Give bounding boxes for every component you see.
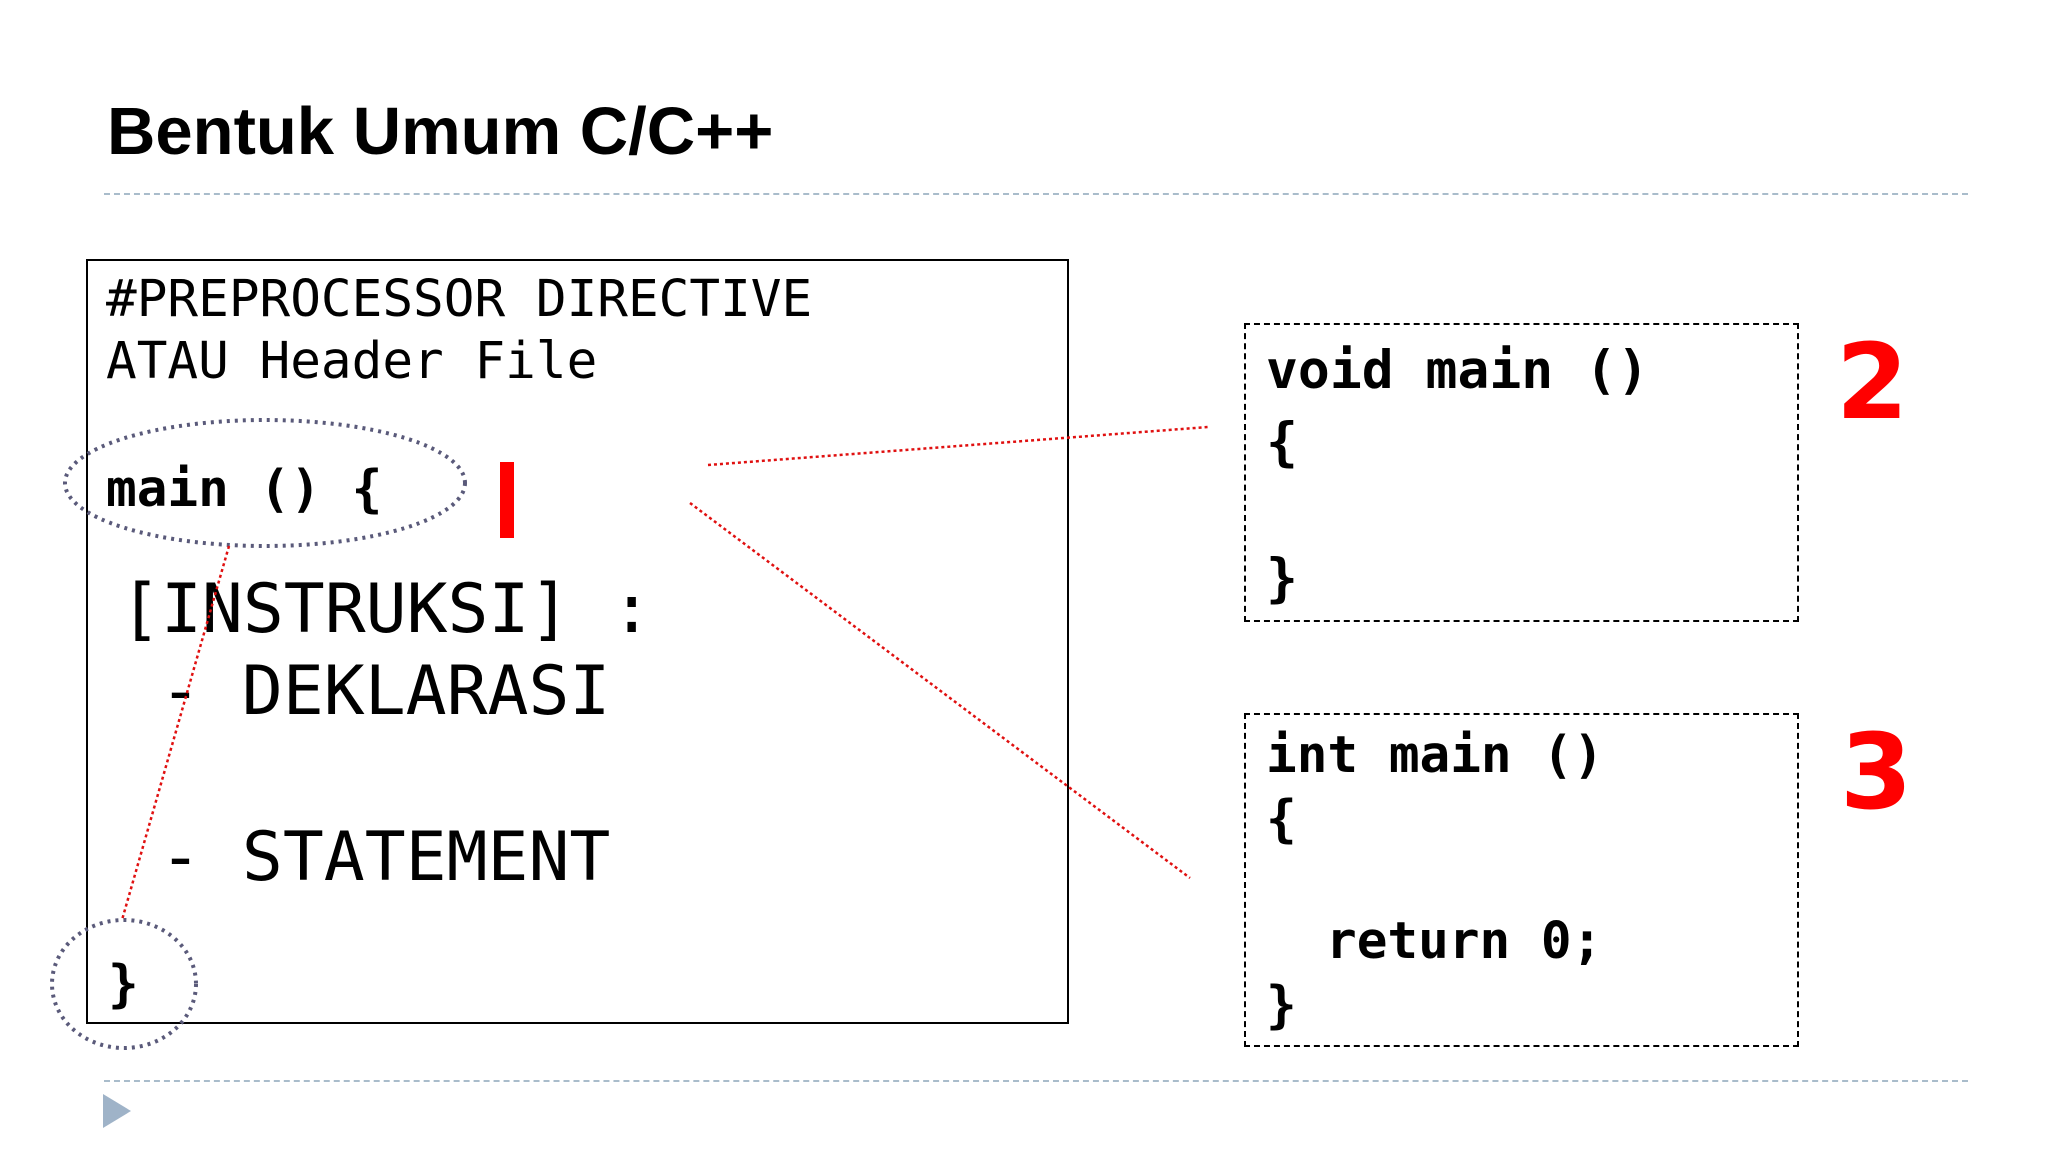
void-main-box — [1244, 323, 1799, 622]
general-form-box — [86, 259, 1069, 1024]
main-signature: main () { — [106, 460, 383, 519]
closing-brace: } — [108, 955, 139, 1014]
int-main-box — [1244, 713, 1799, 1047]
ellipse-connector-line — [120, 545, 231, 921]
void-main-line-2: { — [1266, 412, 1298, 473]
title-divider — [104, 193, 1968, 195]
play-arrow-icon — [103, 1094, 131, 1128]
int-main-line-1: int main () — [1266, 726, 1604, 785]
int-main-line-2: { — [1266, 790, 1297, 849]
int-main-line-3: return 0; — [1326, 912, 1603, 971]
statement-item: - STATEMENT — [160, 818, 611, 897]
preprocessor-line-2: ATAU Header File — [106, 332, 598, 391]
instructions-label: [INSTRUKSI] : — [120, 570, 653, 649]
declaration-item: - DEKLARASI — [160, 652, 611, 731]
void-main-line-1: void main () — [1266, 340, 1649, 401]
red-marker-bar — [500, 462, 514, 538]
variant-number-3: 3 — [1840, 711, 1913, 833]
main-highlight-ellipse — [63, 418, 467, 548]
brace-highlight-ellipse — [50, 918, 198, 1050]
int-main-line-4: } — [1266, 976, 1297, 1035]
slide-title: Bentuk Umum C/C++ — [107, 94, 774, 169]
footer-divider — [104, 1080, 1968, 1082]
connector-to-void-main — [707, 425, 1209, 467]
void-main-line-3: } — [1266, 548, 1298, 609]
variant-number-2: 2 — [1836, 321, 1909, 443]
preprocessor-line-1: #PREPROCESSOR DIRECTIVE — [106, 270, 813, 329]
connector-to-int-main — [689, 502, 1191, 879]
